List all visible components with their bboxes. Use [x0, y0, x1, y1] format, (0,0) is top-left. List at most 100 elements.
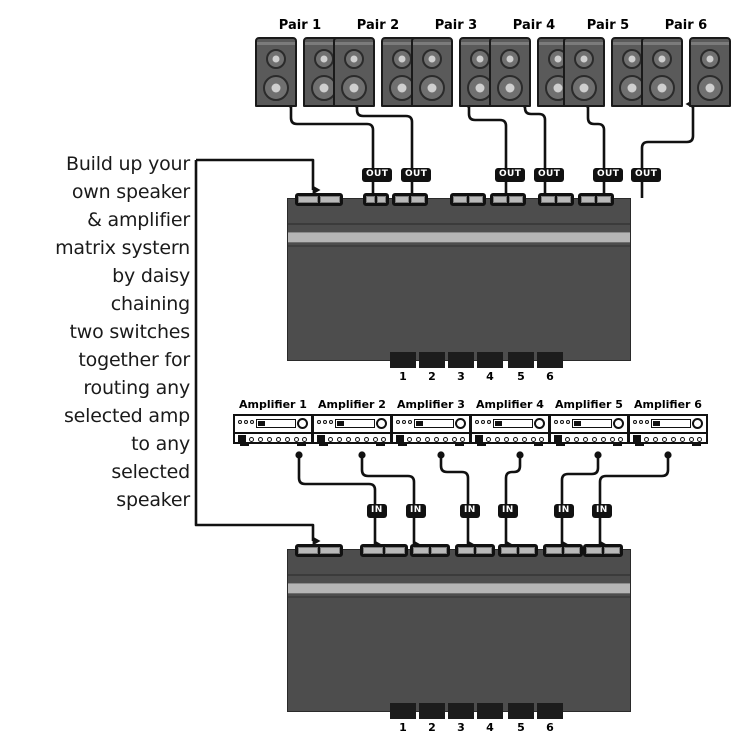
connector-foot[interactable] — [390, 703, 416, 719]
terminal-post[interactable] — [395, 196, 409, 203]
terminal-block-in-2a[interactable] — [455, 544, 495, 557]
connector-foot[interactable] — [390, 352, 416, 368]
amplifier-1[interactable]: Amplifier 1 — [233, 398, 313, 446]
connector-foot[interactable] — [419, 703, 445, 719]
terminal-post[interactable] — [564, 547, 580, 554]
connector-foot[interactable] — [508, 352, 534, 368]
terminal-post[interactable] — [413, 547, 429, 554]
speaker-cabinet-left — [255, 37, 297, 107]
amplifier-4[interactable]: Amplifier 4 — [470, 398, 550, 446]
input-jacks-icon[interactable] — [249, 437, 299, 442]
volume-knob[interactable] — [534, 418, 545, 429]
terminal-post[interactable] — [458, 547, 474, 554]
terminal-post[interactable] — [469, 196, 483, 203]
terminal-post[interactable] — [541, 196, 555, 203]
input-jacks-icon[interactable] — [328, 437, 378, 442]
power-switch-icon[interactable] — [475, 435, 483, 443]
terminal-post[interactable] — [453, 196, 467, 203]
power-switch-icon[interactable] — [633, 435, 641, 443]
power-switch-icon[interactable] — [317, 435, 325, 443]
terminal-post[interactable] — [557, 196, 571, 203]
terminal-block-out-3b[interactable] — [578, 193, 614, 206]
terminal-block-daisy-in-lower[interactable] — [295, 544, 343, 557]
connector-foot[interactable] — [537, 703, 563, 719]
speaker-matrix-switch-upper[interactable] — [287, 198, 631, 361]
connector-foot[interactable] — [477, 352, 503, 368]
speaker-pair-2: Pair 2 — [333, 18, 423, 107]
connector-foot[interactable] — [477, 703, 503, 719]
terminal-block-daisy-in-upper[interactable] — [295, 193, 343, 206]
output-jack-icon[interactable] — [460, 437, 465, 442]
cabinet-top-band — [335, 42, 373, 45]
terminal-post[interactable] — [298, 196, 318, 203]
terminal-block-in-3a[interactable] — [543, 544, 583, 557]
terminal-post[interactable] — [411, 196, 425, 203]
power-switch-icon[interactable] — [396, 435, 404, 443]
terminal-block-out-1a[interactable] — [363, 193, 389, 206]
volume-knob[interactable] — [692, 418, 703, 429]
amplifier-chassis[interactable] — [391, 414, 471, 446]
terminal-post[interactable] — [363, 547, 383, 554]
terminal-post[interactable] — [493, 196, 507, 203]
terminal-post[interactable] — [581, 196, 595, 203]
terminal-block-in-1b[interactable] — [410, 544, 450, 557]
terminal-block-in-2b[interactable] — [498, 544, 538, 557]
out-tag-2: OUT — [401, 168, 432, 182]
output-jack-icon[interactable] — [381, 437, 386, 442]
volume-knob[interactable] — [613, 418, 624, 429]
amplifier-6[interactable]: Amplifier 6 — [628, 398, 708, 446]
amplifier-chassis[interactable] — [628, 414, 708, 446]
terminal-post[interactable] — [509, 196, 523, 203]
volume-knob[interactable] — [376, 418, 387, 429]
terminal-post[interactable] — [586, 547, 602, 554]
output-jack-icon[interactable] — [539, 437, 544, 442]
amplifier-chassis[interactable] — [470, 414, 550, 446]
input-jacks-icon[interactable] — [644, 437, 694, 442]
foot-number-3: 3 — [457, 721, 465, 734]
terminal-post[interactable] — [476, 547, 492, 554]
connector-foot[interactable] — [537, 352, 563, 368]
input-jacks-icon[interactable] — [407, 437, 457, 442]
terminal-block-out-1b[interactable] — [392, 193, 428, 206]
output-jack-icon[interactable] — [697, 437, 702, 442]
connector-foot[interactable] — [508, 703, 534, 719]
terminal-block-in-1a[interactable] — [360, 544, 408, 557]
terminal-block-out-3a[interactable] — [538, 193, 574, 206]
terminal-post[interactable] — [604, 547, 620, 554]
amplifier-2[interactable]: Amplifier 2 — [312, 398, 392, 446]
terminal-post[interactable] — [298, 547, 318, 554]
amplifier-chassis[interactable] — [549, 414, 629, 446]
output-jack-icon[interactable] — [302, 437, 307, 442]
terminal-post[interactable] — [431, 547, 447, 554]
terminal-post[interactable] — [320, 196, 340, 203]
input-jacks-icon[interactable] — [486, 437, 536, 442]
terminal-post[interactable] — [385, 547, 405, 554]
connector-foot[interactable] — [419, 352, 445, 368]
connector-foot[interactable] — [448, 352, 474, 368]
volume-knob[interactable] — [297, 418, 308, 429]
speaker-matrix-switch-lower[interactable] — [287, 549, 631, 712]
terminal-block-out-2b[interactable] — [490, 193, 526, 206]
power-switch-icon[interactable] — [238, 435, 246, 443]
amplifier-chassis[interactable] — [312, 414, 392, 446]
output-jack-icon[interactable] — [618, 437, 623, 442]
terminal-post[interactable] — [366, 196, 375, 203]
terminal-post[interactable] — [597, 196, 611, 203]
cabinet-top-band — [383, 42, 421, 45]
amplifier-3[interactable]: Amplifier 3 — [391, 398, 471, 446]
amplifier-5[interactable]: Amplifier 5 — [549, 398, 629, 446]
input-jacks-icon[interactable] — [565, 437, 615, 442]
tweeter-icon — [500, 49, 520, 69]
terminal-block-in-3b[interactable] — [583, 544, 623, 557]
terminal-post[interactable] — [501, 547, 517, 554]
amplifier-chassis[interactable] — [233, 414, 313, 446]
terminal-post[interactable] — [377, 196, 386, 203]
power-switch-icon[interactable] — [554, 435, 562, 443]
terminal-block-out-2a[interactable] — [450, 193, 486, 206]
connector-foot[interactable] — [448, 703, 474, 719]
terminal-post[interactable] — [519, 547, 535, 554]
terminal-post[interactable] — [546, 547, 562, 554]
terminal-post[interactable] — [320, 547, 340, 554]
volume-knob[interactable] — [455, 418, 466, 429]
tweeter-icon — [392, 49, 412, 69]
